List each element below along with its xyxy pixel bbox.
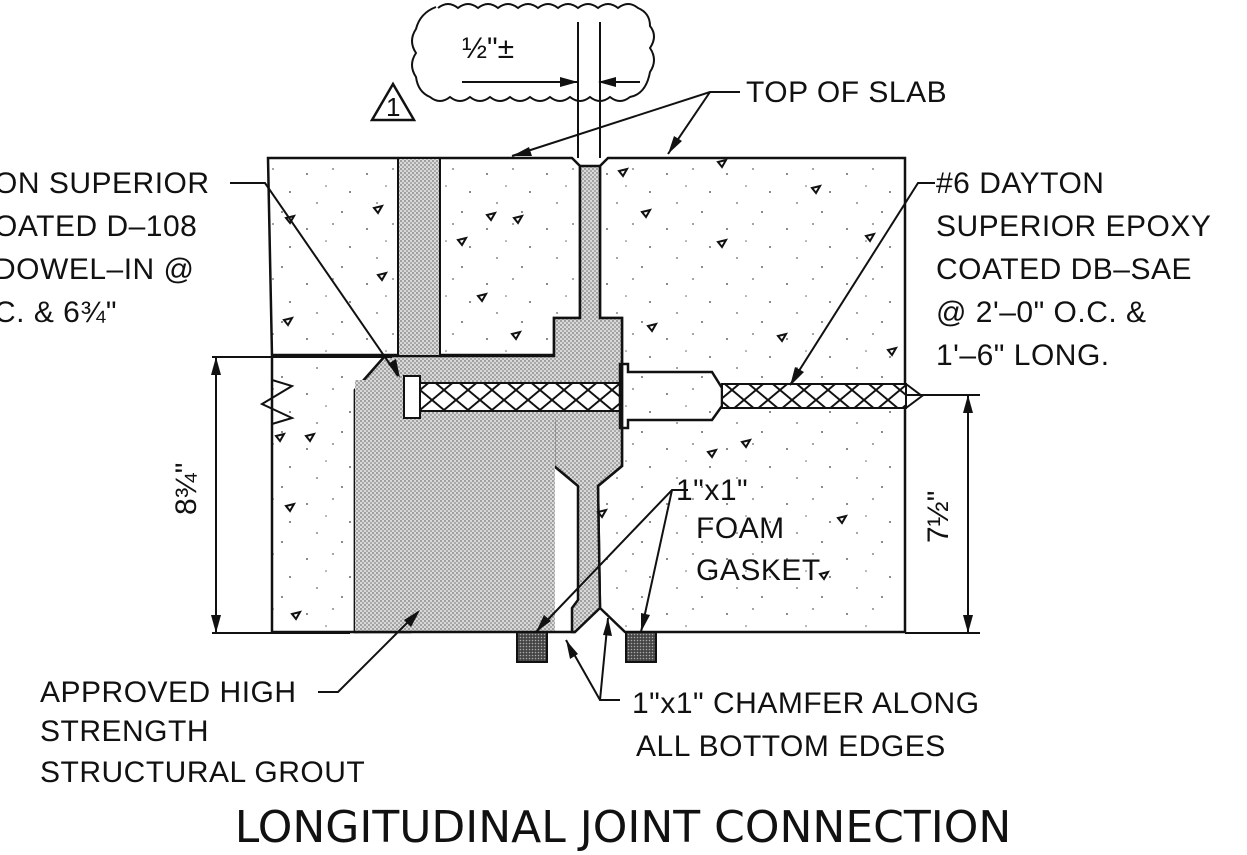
svg-text:APPROVED HIGH: APPROVED HIGH bbox=[40, 676, 297, 709]
svg-text:ON SUPERIOR: ON SUPERIOR bbox=[0, 167, 210, 200]
svg-text:DOWEL–IN @: DOWEL–IN @ bbox=[0, 253, 194, 286]
svg-text:1"x1": 1"x1" bbox=[676, 474, 748, 507]
grout-note: APPROVED HIGH STRENGTH STRUCTURAL GROUT bbox=[40, 676, 365, 789]
left-dowel-note: ON SUPERIOR OATED D–108 DOWEL–IN @ C. & … bbox=[0, 167, 210, 329]
chamfer-note: 1"x1" CHAMFER ALONG ALL BOTTOM EDGES bbox=[632, 687, 980, 763]
foam-gasket-left bbox=[516, 631, 548, 663]
svg-text:1"x1" CHAMFER ALONG: 1"x1" CHAMFER ALONG bbox=[632, 687, 980, 720]
svg-text:GASKET: GASKET bbox=[696, 554, 821, 587]
svg-text:FOAM: FOAM bbox=[696, 512, 785, 545]
dowel-bar bbox=[419, 382, 621, 412]
svg-text:@ 2'–0" O.C. &: @ 2'–0" O.C. & bbox=[936, 296, 1147, 329]
dowel-head bbox=[403, 375, 421, 419]
svg-text:STRENGTH: STRENGTH bbox=[40, 715, 209, 748]
dowel-insert bbox=[397, 157, 441, 357]
revision-triangle-icon bbox=[369, 81, 417, 122]
foam-gasket-right bbox=[625, 631, 657, 663]
svg-text:ALL BOTTOM EDGES: ALL BOTTOM EDGES bbox=[636, 730, 946, 763]
right-bar-note: #6 DAYTON SUPERIOR EPOXY COATED DB–SAE @… bbox=[936, 167, 1211, 372]
svg-text:STRUCTURAL GROUT: STRUCTURAL GROUT bbox=[40, 756, 365, 789]
left-depth-dimension: 8¾" bbox=[170, 463, 203, 515]
drawing-title: LONGITUDINAL JOINT CONNECTION bbox=[235, 802, 1012, 853]
revision-cloud bbox=[411, 3, 655, 102]
svg-text:COATED DB–SAE: COATED DB–SAE bbox=[936, 253, 1192, 286]
rebar bbox=[721, 383, 907, 409]
svg-text:C. & 6¾": C. & 6¾" bbox=[0, 296, 117, 329]
foam-gasket-note: 1"x1" FOAM GASKET bbox=[676, 474, 821, 587]
svg-text:#6 DAYTON: #6 DAYTON bbox=[936, 167, 1104, 200]
svg-text:1'–6" LONG.: 1'–6" LONG. bbox=[936, 339, 1110, 372]
gap-dimension-label: ½"± bbox=[462, 32, 514, 65]
top-of-slab-label: TOP OF SLAB bbox=[746, 76, 947, 109]
svg-text:SUPERIOR EPOXY: SUPERIOR EPOXY bbox=[936, 210, 1211, 243]
svg-text:OATED D–108: OATED D–108 bbox=[0, 210, 197, 243]
aggregate-marks bbox=[274, 158, 899, 621]
revision-number: 1 bbox=[386, 92, 401, 122]
right-depth-dimension: 7½" bbox=[922, 491, 955, 543]
